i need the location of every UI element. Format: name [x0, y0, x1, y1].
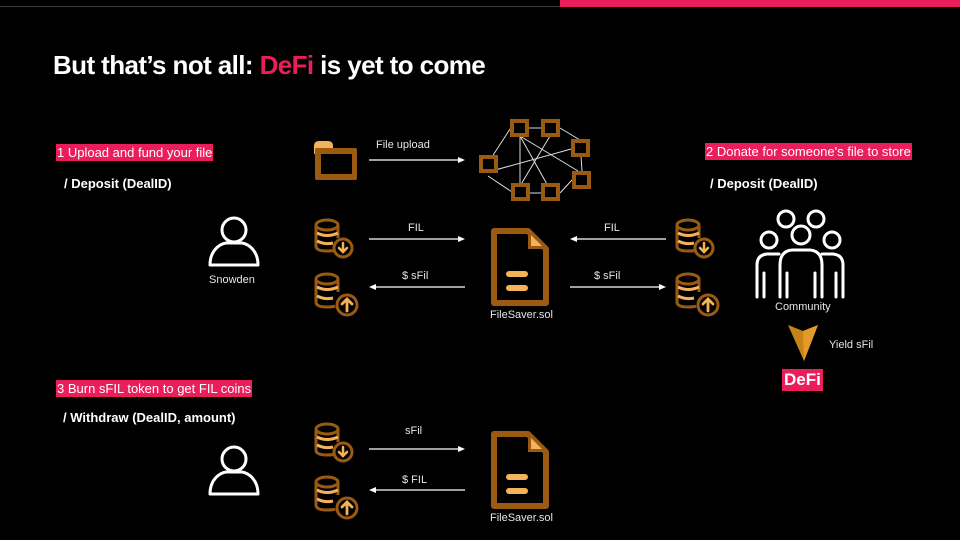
step-2-label: 2 Donate for someone's file to store	[705, 143, 912, 160]
arrow-right-icon	[570, 283, 666, 291]
step-1-label: 1 Upload and fund your file	[56, 144, 214, 161]
folder-icon	[313, 140, 359, 182]
contract-label-top: FileSaver.sol	[490, 309, 553, 321]
title-accent: DeFi	[259, 50, 315, 80]
contract-label-bottom: FileSaver.sol	[490, 512, 553, 524]
arrow-left-icon	[369, 283, 465, 291]
storage-network-icon	[476, 116, 596, 206]
document-icon	[490, 430, 550, 510]
arrow-left-icon	[570, 235, 666, 243]
yield-label: Yield sFil	[829, 339, 874, 351]
group-icon	[752, 207, 848, 299]
step-1-function: / Deposit (DealID)	[64, 176, 172, 191]
title-suffix: is yet to come	[313, 50, 486, 80]
step-3-function: / Withdraw (DealID, amount)	[63, 410, 236, 425]
step-3-label: 3 Burn sFIL token to get FIL coins	[56, 380, 253, 397]
fil-in-label-2: FIL	[604, 222, 620, 234]
user-icon	[206, 214, 262, 268]
top-divider	[0, 6, 560, 7]
arrow-right-icon	[369, 235, 465, 243]
sfil-in-label: sFil	[405, 425, 423, 437]
document-icon	[490, 227, 550, 307]
defi-badge: DeFi	[782, 369, 823, 391]
sfil-out-label: $ sFil	[402, 270, 429, 282]
user-icon	[206, 443, 262, 497]
step-2-function: / Deposit (DealID)	[710, 176, 818, 191]
arrow-right-icon	[369, 445, 465, 453]
slide-title: But that’s not all: DeFi is yet to come	[53, 50, 486, 81]
coins-down-icon	[674, 218, 716, 260]
sfil-out-label-2: $ sFil	[594, 270, 621, 282]
arrow-down-icon	[788, 325, 818, 361]
title-prefix: But that’s not all:	[53, 50, 260, 80]
fil-out-label: $ FIL	[402, 474, 428, 486]
actor-snowden: Snowden	[209, 274, 255, 286]
arrow-right-icon	[369, 156, 465, 164]
top-accent-bar	[560, 0, 960, 7]
upload-arrow-label: File upload	[376, 139, 430, 151]
coins-up-icon	[674, 272, 722, 320]
fil-in-label: FIL	[408, 222, 424, 234]
arrow-left-icon	[369, 486, 465, 494]
coins-up-icon	[313, 272, 361, 320]
coins-down-icon	[313, 218, 355, 260]
actor-community: Community	[775, 301, 831, 313]
coins-down-icon	[313, 422, 355, 464]
coins-up-icon	[313, 475, 361, 523]
